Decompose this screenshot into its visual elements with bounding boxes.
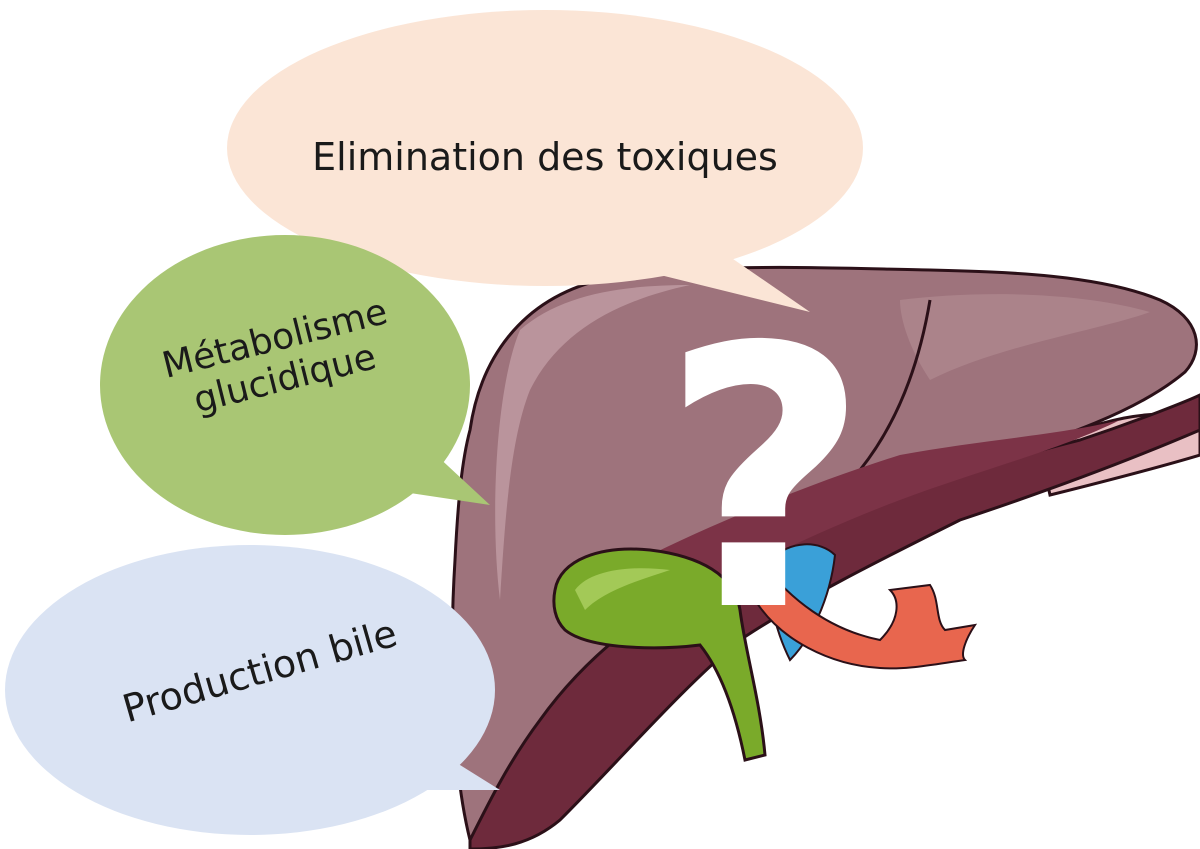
question-mark-icon: ? [661,271,870,690]
bubble-toxiques-label: Elimination des toxiques [300,136,790,180]
